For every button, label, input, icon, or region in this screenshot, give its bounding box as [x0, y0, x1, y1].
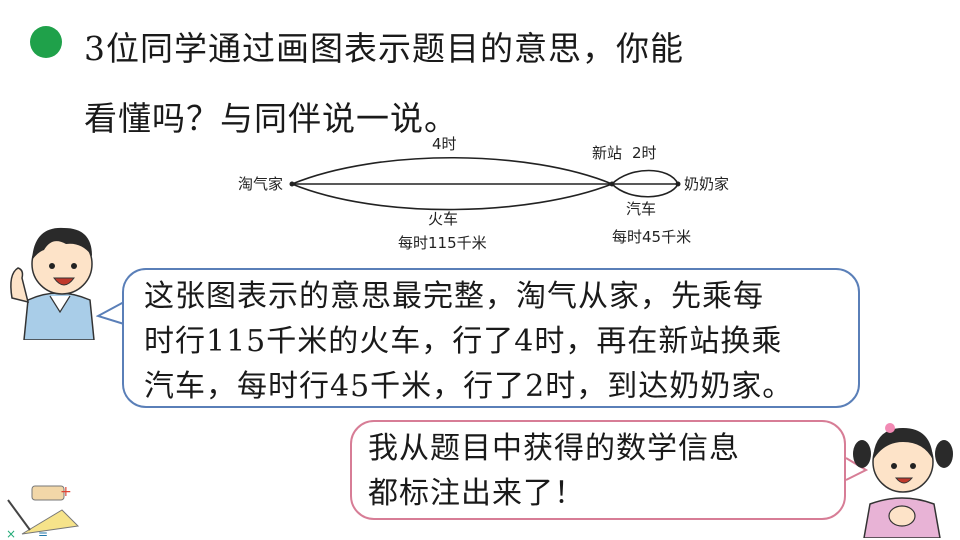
station-label: 新站: [592, 144, 622, 162]
bus-speed-label: 每时45千米: [612, 228, 691, 246]
girl-speech-line-2: 都标注出来了！: [368, 476, 585, 511]
math-tools-icon: + × =: [6, 484, 80, 540]
girl-avatar: [853, 423, 953, 538]
end-point: [675, 181, 681, 187]
boy-speech-bubble: 这张图表示的意思最完整，淘气从家，先乘每 时行115千米的火车，行了4时，再在新…: [122, 268, 860, 408]
svg-text:×: ×: [6, 527, 16, 540]
start-point: [289, 181, 295, 187]
boy-speech-line-3: 汽车，每时行45千米，行了2时，到达奶奶家。: [144, 369, 794, 404]
green-bullet-icon: [30, 26, 62, 58]
bus-time-label: 2时: [632, 144, 657, 162]
girl-speech-line-1: 我从题目中获得的数学信息: [368, 431, 740, 466]
train-mode-label: 火车: [428, 210, 458, 228]
boy-bubble-tail: [96, 301, 125, 325]
train-speed-label: 每时115千米: [398, 234, 487, 252]
boy-speech-line-1: 这张图表示的意思最完整，淘气从家，先乘每: [144, 279, 764, 314]
station-point: [609, 181, 615, 187]
journey-diagram: 淘气家 奶奶家 4时 新站 2时 火车 每时115千米 汽车 每时45千米: [238, 135, 729, 252]
question-line-1: 3位同学通过画图表示题目的意思，你能: [84, 29, 684, 68]
bus-mode-label: 汽车: [626, 200, 656, 218]
boy-speech-line-2: 时行115千米的火车，行了4时，再在新站换乘: [144, 324, 783, 359]
girl-speech-bubble: 我从题目中获得的数学信息 都标注出来了！: [350, 420, 846, 520]
svg-text:=: =: [38, 527, 48, 540]
train-time-label: 4时: [432, 135, 457, 153]
start-label: 淘气家: [238, 175, 283, 193]
question-line-2: 看懂吗？与同伴说一说。: [84, 99, 458, 138]
svg-text:+: +: [60, 484, 72, 500]
boy-avatar: [10, 227, 95, 340]
girl-bubble-tail: [845, 457, 868, 481]
end-label: 奶奶家: [684, 175, 729, 193]
